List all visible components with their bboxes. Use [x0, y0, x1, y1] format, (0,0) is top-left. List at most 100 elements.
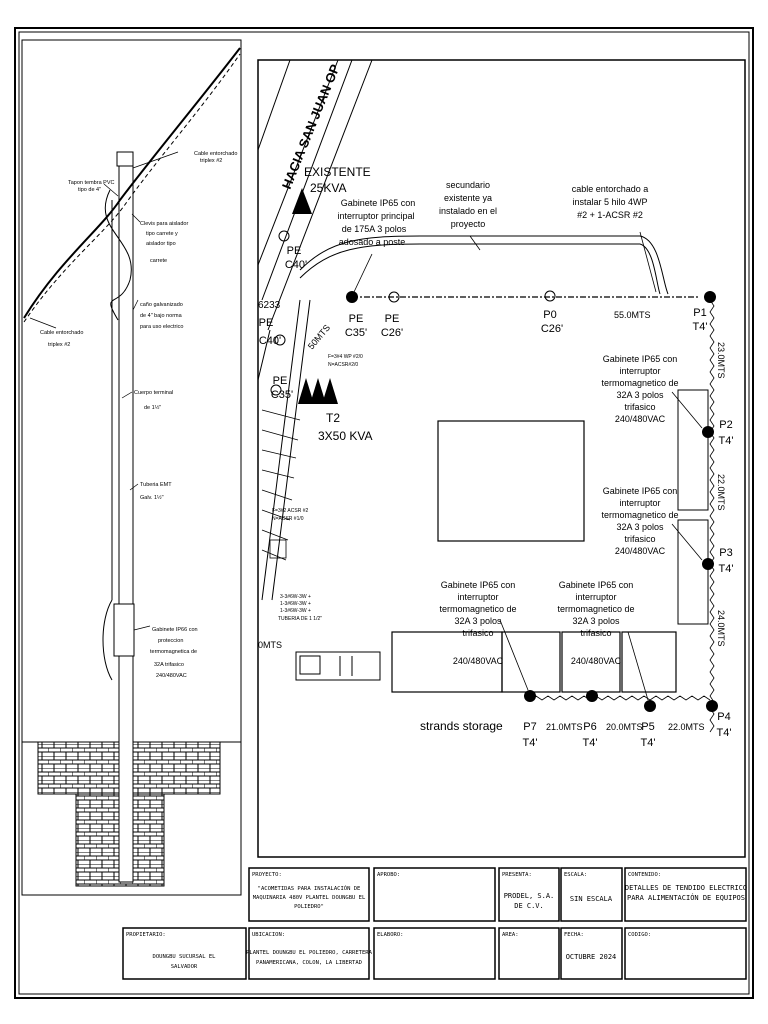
main-cabinet-note: interruptor principal: [337, 211, 414, 221]
transformer-t2-icon: [322, 378, 338, 404]
tb-presenta: PRODEL, S.A.: [504, 892, 555, 900]
post-label: T4': [719, 435, 734, 447]
cable-note: instalar 5 hilo 4WP: [572, 197, 647, 207]
pe-label: PE: [287, 245, 302, 257]
bottom-cabinet-note: 32A 3 polos: [572, 616, 620, 626]
distance-label: 22.0MTS: [716, 474, 726, 511]
central-building: [437, 420, 585, 542]
bottom-cabinet-note: 240/480VAC: [453, 656, 504, 666]
tb-presenta-header: PRESENTA:: [502, 872, 532, 878]
side-cabinet-note: 240/480VAC: [615, 414, 666, 424]
side-cabinet-note: Gabinete IP65 con: [603, 486, 678, 496]
post-label: T4': [523, 737, 538, 749]
distance-label: 21.0MTS: [546, 722, 583, 732]
pe-label: PE: [273, 375, 288, 387]
tb-proyecto: POLIEDRO": [294, 904, 324, 910]
post-label: P7: [523, 721, 536, 733]
pole-label: Clevis para aislador: [140, 221, 188, 227]
tb-ubicacion: PLANTEL DOUNGBU EL POLIEDRO, CARRETERA: [246, 950, 373, 956]
transformer-label: T2: [326, 411, 340, 425]
side-cabinet-note: trifasico: [624, 534, 655, 544]
post-label: T4': [717, 727, 732, 739]
small-note: N=ACSR #1/0: [272, 516, 304, 522]
bottom-cabinet-note: interruptor: [457, 592, 498, 602]
post-label: P4: [717, 711, 730, 723]
bottom-cabinet-note: 32A 3 polos: [454, 616, 502, 626]
pole-label: de 4" bajo norma: [140, 313, 183, 319]
post-label: T4': [693, 321, 708, 333]
post-label: T4': [641, 737, 656, 749]
post-p5-marker: [644, 700, 656, 712]
pole-label: triplex #2: [48, 342, 70, 348]
distance-label: 24.0MTS: [716, 610, 726, 647]
distance-label: 50MTS: [306, 323, 332, 352]
pole-code-label: 6233: [258, 300, 281, 311]
small-note: 3-3#6W-3W +: [280, 594, 311, 600]
post-p3-marker: [702, 558, 714, 570]
pole-label: Cable entorchado: [40, 330, 83, 336]
side-cabinet-note: trifasico: [624, 402, 655, 412]
post-label: T4': [719, 563, 734, 575]
tb-area-header: AREA:: [502, 932, 519, 938]
tb-contenido-header: CONTENIDO:: [628, 872, 661, 878]
main-cabinet-note: adosado a poste: [339, 237, 406, 247]
side-cabinet-note: termomagnetico de: [601, 378, 678, 388]
secondary-note: instalado en el: [439, 206, 497, 216]
tb-elaboro-header: ELABORO:: [377, 932, 404, 938]
tb-aprobo-header: APROBO:: [377, 872, 400, 878]
tb-escala-header: ESCALA:: [564, 872, 587, 878]
pole-label: Cable entorchado: [194, 151, 237, 157]
side-cabinet-note: 32A 3 polos: [616, 522, 664, 532]
small-note: 1-3#6W-3W +: [280, 608, 311, 614]
tb-contenido: PARA ALIMENTACIÓN DE EQUIPOS: [627, 893, 745, 902]
pole-label: aislador tipo: [146, 241, 176, 247]
secondary-note: existente ya: [444, 193, 492, 203]
bottom-cabinet-note: Gabinete IP65 con: [559, 580, 634, 590]
tb-proyecto: MAQUINARIA 480V PLANTEL DOUNGBU EL: [253, 895, 366, 901]
circuit-loop: [709, 299, 715, 733]
bottom-cabinet-note: interruptor: [575, 592, 616, 602]
sheet-border: [14, 27, 754, 999]
post-label: P6: [583, 721, 596, 733]
small-note: F=3#4 WP #2/0: [328, 354, 363, 360]
distance-label: 55.0MTS: [614, 310, 651, 320]
small-note: 1-3#6W-3W +: [280, 601, 311, 607]
main-cabinet-note: de 175A 3 polos: [342, 224, 407, 234]
tb-codigo-header: CODIGO:: [628, 932, 651, 938]
distance-label: 20.0MTS: [606, 722, 643, 732]
cable-note: cable entorchado a: [572, 184, 649, 194]
side-cabinet-note: 240/480VAC: [615, 546, 666, 556]
cable-note: #2 + 1-ACSR #2: [577, 210, 643, 220]
pole-label: Gabinete IP66 con: [152, 627, 198, 633]
pole-label: Cuerpo terminal: [134, 390, 173, 396]
pole-cabinet: [113, 603, 135, 657]
distance-label: 22.0MTS: [668, 722, 705, 732]
post-label: P3: [719, 547, 732, 559]
cabinet-box: [677, 519, 709, 625]
pe-label: C40': [259, 335, 281, 347]
bottom-cabinet-note: Gabinete IP65 con: [441, 580, 516, 590]
post-label: P1: [693, 307, 706, 319]
pole-label: proteccion: [158, 638, 183, 644]
pe-label: C40': [285, 259, 307, 271]
pole-label: carrete: [150, 258, 167, 264]
pole-label: 32A trifasico: [154, 662, 184, 668]
secondary-note: proyecto: [451, 219, 486, 229]
pe-label: PE: [385, 313, 400, 325]
transformer-existing-icon: [292, 188, 312, 214]
site-plan: HACIA SAN JUAN OP: [257, 59, 734, 749]
pe-label: P0: [543, 309, 556, 321]
pole-label: tipo de 4": [78, 187, 101, 193]
bottom-cabinet-note: trifasico: [462, 628, 493, 638]
pe-label: C26': [381, 327, 403, 339]
pole-label: triplex #2: [200, 158, 222, 164]
side-cabinet-note: 32A 3 polos: [616, 390, 664, 400]
existing-label: EXISTENTE: [304, 165, 371, 179]
pole-label: caño galvanizado: [140, 302, 183, 308]
pole-marker: [346, 291, 358, 303]
small-note: F=3#2 ACSR #2: [272, 508, 308, 514]
tb-fecha-header: FECHA:: [564, 932, 584, 938]
post-p2-marker: [702, 426, 714, 438]
title-block: PROYECTO: APROBO: PRESENTA: ESCALA: CONT…: [122, 867, 747, 980]
